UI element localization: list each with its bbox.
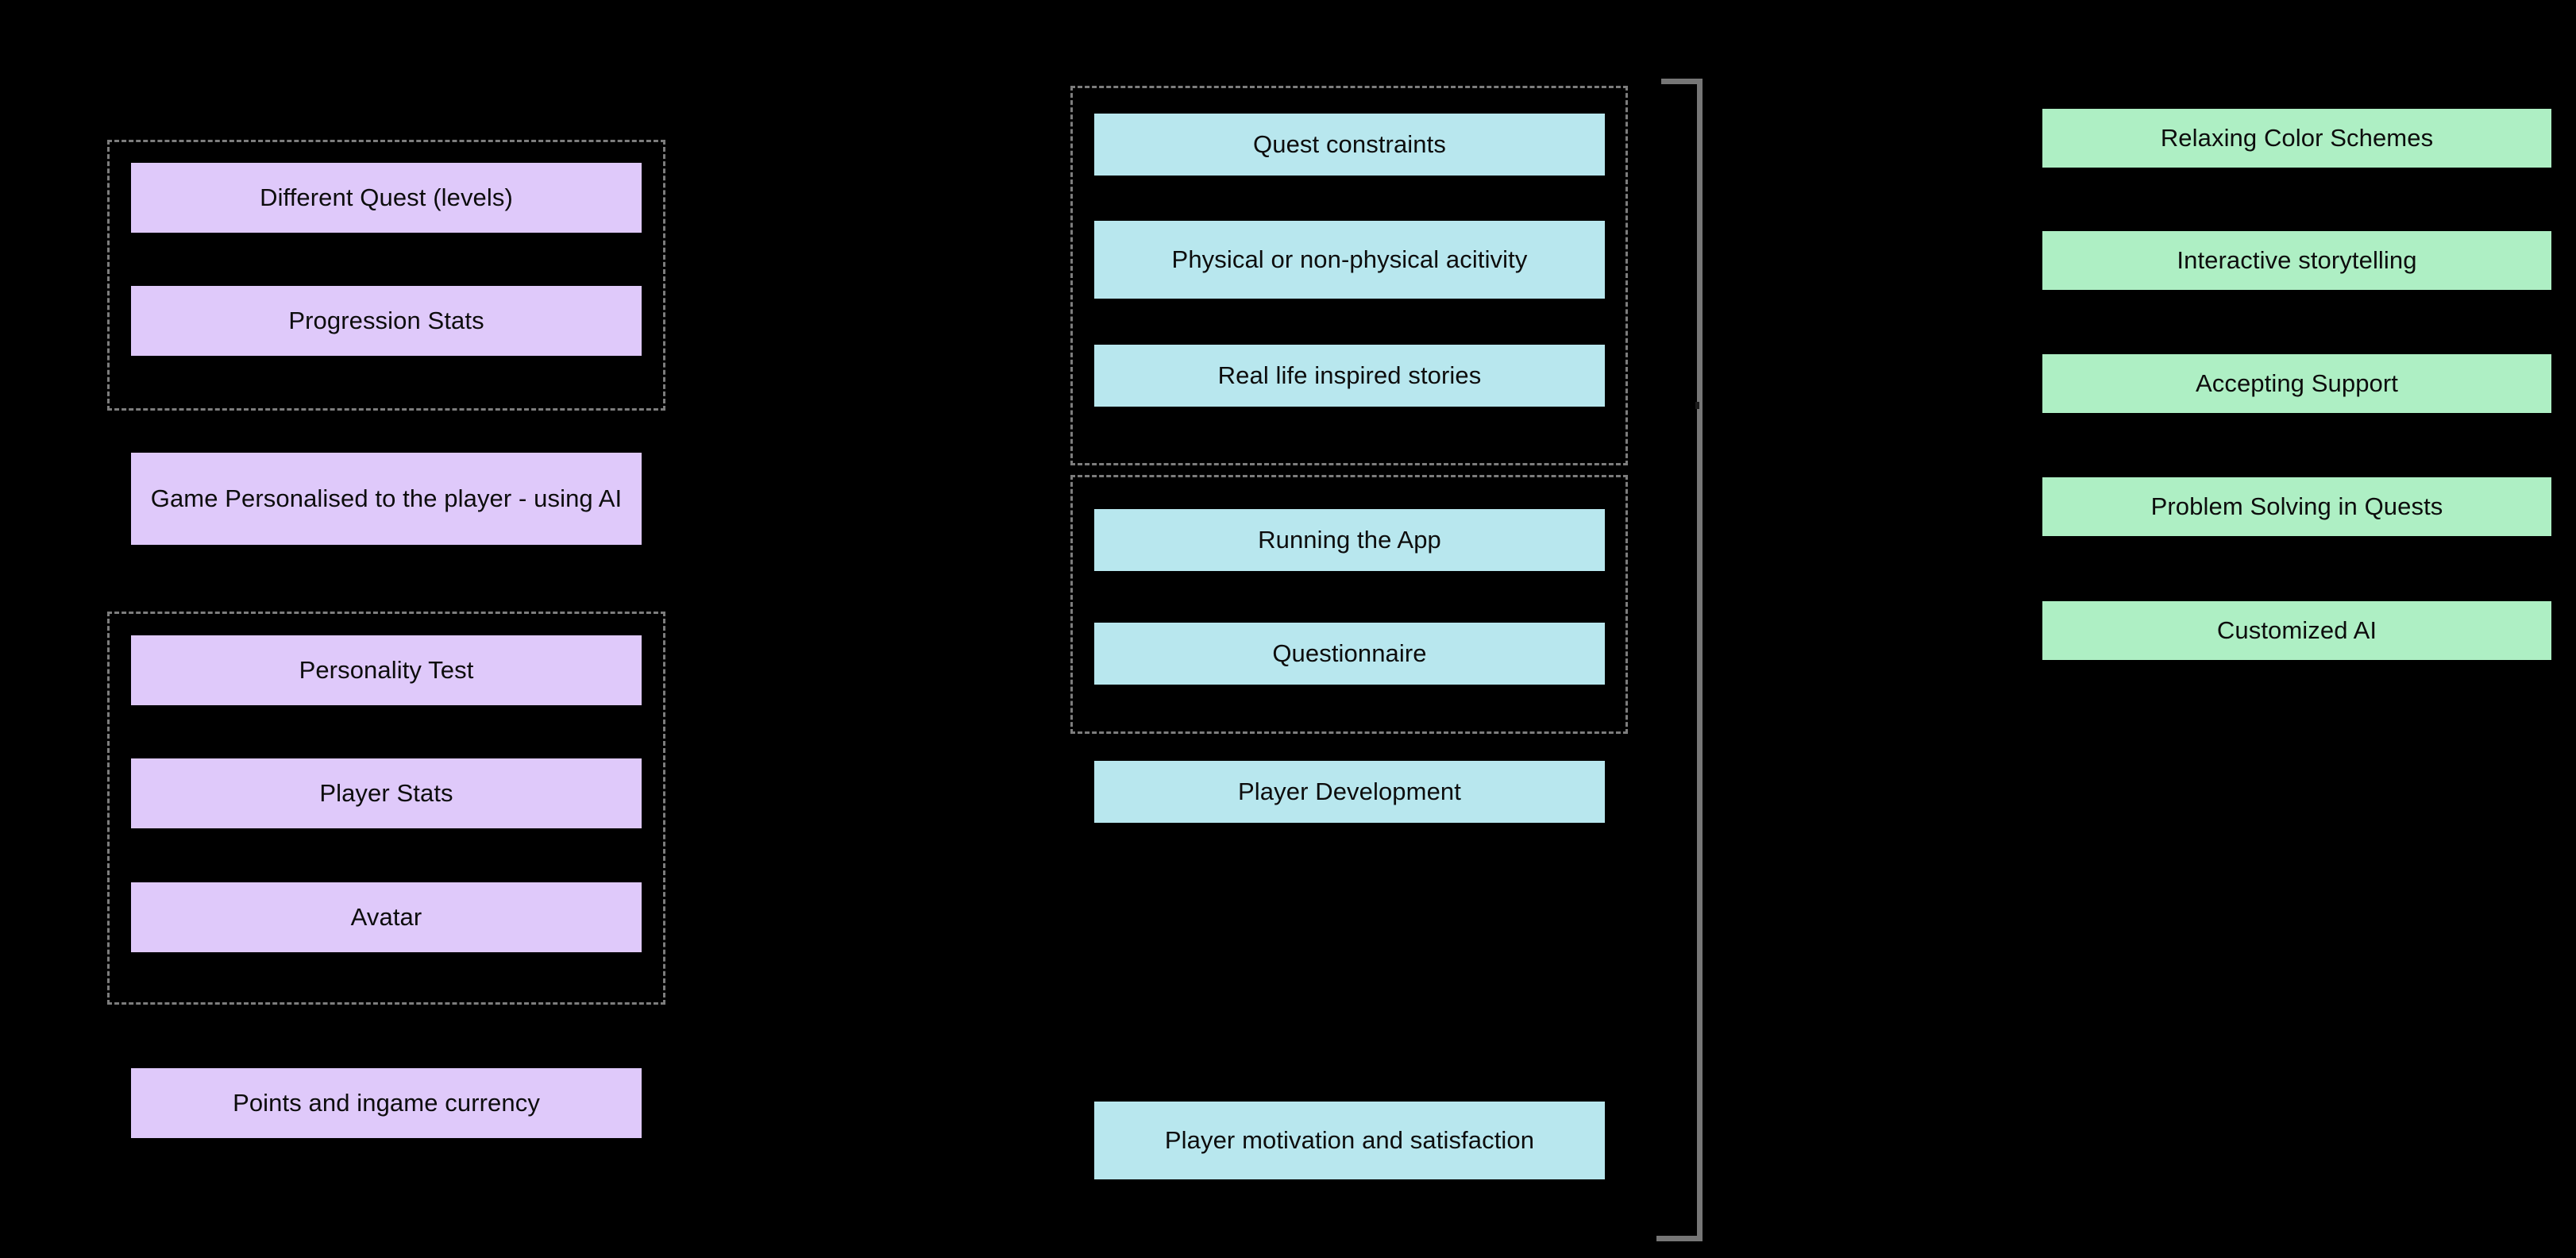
node-label: Personality Test [299, 656, 474, 685]
node-accepting-support[interactable]: Accepting Support [2042, 354, 2551, 413]
node-label: Player Development [1238, 778, 1461, 806]
node-label: Running the App [1258, 526, 1441, 554]
node-physical-activity[interactable]: Physical or non-physical acitivity [1094, 221, 1605, 299]
node-label: Player Stats [319, 779, 453, 808]
node-player-stats[interactable]: Player Stats [131, 758, 642, 828]
node-label: Questionnaire [1272, 639, 1427, 668]
node-real-life-stories[interactable]: Real life inspired stories [1094, 345, 1605, 407]
node-points-currency[interactable]: Points and ingame currency [131, 1068, 642, 1138]
node-label: Avatar [350, 903, 422, 932]
node-progression-stats[interactable]: Progression Stats [131, 286, 642, 356]
node-label: Interactive storytelling [2177, 246, 2417, 275]
node-personality-test[interactable]: Personality Test [131, 635, 642, 705]
node-running-the-app[interactable]: Running the App [1094, 509, 1605, 571]
bracket-bottom-segment [1656, 1236, 1703, 1241]
node-label: Customized AI [2216, 616, 2377, 645]
node-quest-constraints[interactable]: Quest constraints [1094, 114, 1605, 176]
node-label: Game Personalised to the player - using … [150, 484, 623, 513]
node-relaxing-color-schemes[interactable]: Relaxing Color Schemes [2042, 109, 2551, 168]
node-avatar[interactable]: Avatar [131, 882, 642, 952]
node-different-quest[interactable]: Different Quest (levels) [131, 163, 642, 233]
node-game-personalised[interactable]: Game Personalised to the player - using … [131, 453, 642, 545]
node-interactive-storytelling[interactable]: Interactive storytelling [2042, 231, 2551, 290]
node-label: Progression Stats [288, 307, 484, 335]
node-label: Real life inspired stories [1217, 361, 1482, 390]
node-label: Relaxing Color Schemes [2160, 124, 2434, 152]
node-player-motivation[interactable]: Player motivation and satisfaction [1094, 1102, 1605, 1179]
bracket-vertical-segment [1697, 79, 1703, 1241]
node-questionnaire[interactable]: Questionnaire [1094, 623, 1605, 685]
node-player-development[interactable]: Player Development [1094, 761, 1605, 823]
node-label: Physical or non-physical acitivity [1171, 245, 1528, 274]
bracket-midpoint-tick [1695, 402, 1699, 409]
node-label: Quest constraints [1253, 130, 1446, 159]
node-customized-ai[interactable]: Customized AI [2042, 601, 2551, 660]
node-label: Player motivation and satisfaction [1164, 1126, 1535, 1155]
node-label: Problem Solving in Quests [2150, 492, 2443, 521]
node-label: Points and ingame currency [233, 1089, 540, 1117]
node-problem-solving[interactable]: Problem Solving in Quests [2042, 477, 2551, 536]
node-label: Different Quest (levels) [260, 183, 513, 212]
node-label: Accepting Support [2195, 369, 2399, 398]
bracket-top-segment [1661, 79, 1703, 84]
